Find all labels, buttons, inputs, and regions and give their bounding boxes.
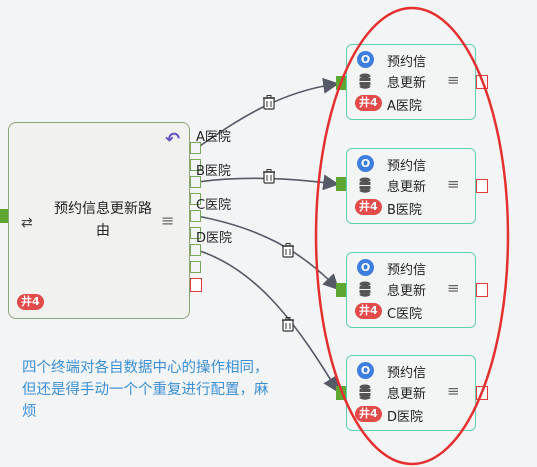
database-icon <box>359 281 371 297</box>
branch-label-d: D医院 <box>196 231 233 246</box>
error-port[interactable] <box>190 278 202 292</box>
terminal-title-line1: 预约信 <box>387 263 427 278</box>
terminal-title-line1: 预约信 <box>387 55 427 70</box>
status-circle-icon: O <box>357 259 374 276</box>
router-input-port[interactable] <box>0 209 8 223</box>
terminal-title-line2: 息更新 <box>387 76 427 91</box>
menu-icon[interactable]: ≡ <box>161 211 175 230</box>
terminal-input-port[interactable] <box>336 76 346 90</box>
output-port[interactable] <box>190 227 201 239</box>
database-icon <box>359 177 371 193</box>
trash-icon[interactable] <box>263 95 275 110</box>
branch-label-c: C医院 <box>196 198 232 213</box>
trash-icon[interactable] <box>282 243 294 258</box>
shuffle-icon: ⇄ <box>21 215 33 231</box>
error-port[interactable] <box>476 75 488 89</box>
database-icon <box>359 73 371 89</box>
status-circle-icon: O <box>357 362 374 379</box>
terminal-input-port[interactable] <box>336 177 346 191</box>
menu-icon[interactable]: ≡ <box>447 279 460 297</box>
status-badge: 井4 <box>355 406 382 422</box>
terminal-input-port[interactable] <box>336 386 346 400</box>
terminal-title-line2: 息更新 <box>387 387 427 402</box>
status-badge: 井4 <box>355 95 382 111</box>
error-port[interactable] <box>476 179 488 193</box>
branch-label-a: A医院 <box>196 130 231 145</box>
terminal-title-line1: 预约信 <box>387 159 427 174</box>
status-circle-icon: O <box>357 155 374 172</box>
output-port[interactable] <box>190 193 201 205</box>
menu-icon[interactable]: ≡ <box>447 175 460 193</box>
terminal-node-d[interactable]: O 预约信 息更新 ≡ 井4 D医院 <box>346 355 476 431</box>
status-badge: 井4 <box>355 199 382 215</box>
menu-icon[interactable]: ≡ <box>447 71 460 89</box>
router-title: 预约信息更新路由 <box>54 201 152 239</box>
terminal-title-line2: 息更新 <box>387 284 427 299</box>
terminal-title-line2: 息更新 <box>387 180 427 195</box>
terminal-hospital: D医院 <box>387 410 424 425</box>
terminal-hospital: C医院 <box>387 307 423 322</box>
database-icon <box>359 384 371 400</box>
branch-label-b: B医院 <box>196 164 231 179</box>
terminal-hospital: B医院 <box>387 203 422 218</box>
output-port[interactable] <box>190 261 201 273</box>
annotation-note: 四个终端对各自数据中心的操作相同，但还是得手动一个个重复进行配置，麻烦 <box>22 360 269 420</box>
error-port[interactable] <box>476 283 488 297</box>
menu-icon[interactable]: ≡ <box>447 382 460 400</box>
terminal-hospital: A医院 <box>387 99 422 114</box>
terminal-node-c[interactable]: O 预约信 息更新 ≡ 井4 C医院 <box>346 252 476 328</box>
output-port-d[interactable] <box>190 244 201 256</box>
error-port[interactable] <box>476 386 488 400</box>
status-circle-icon: O <box>357 51 374 68</box>
undo-icon[interactable]: ↶ <box>165 129 181 150</box>
terminal-node-a[interactable]: O 预约信 息更新 ≡ 井4 A医院 <box>346 44 476 120</box>
output-port-a[interactable] <box>190 142 201 154</box>
output-port[interactable] <box>190 159 201 171</box>
trash-icon[interactable] <box>282 317 294 332</box>
output-port-c[interactable] <box>190 210 201 222</box>
terminal-title-line1: 预约信 <box>387 366 427 381</box>
output-port-b[interactable] <box>190 176 201 188</box>
terminal-input-port[interactable] <box>336 283 346 297</box>
status-badge: 井4 <box>17 294 44 310</box>
status-badge: 井4 <box>355 303 382 319</box>
trash-icon[interactable] <box>263 169 275 184</box>
terminal-node-b[interactable]: O 预约信 息更新 ≡ 井4 B医院 <box>346 148 476 224</box>
router-node[interactable]: ↶ ⇄ 预约信息更新路由 ≡ 井4 <box>8 122 190 319</box>
